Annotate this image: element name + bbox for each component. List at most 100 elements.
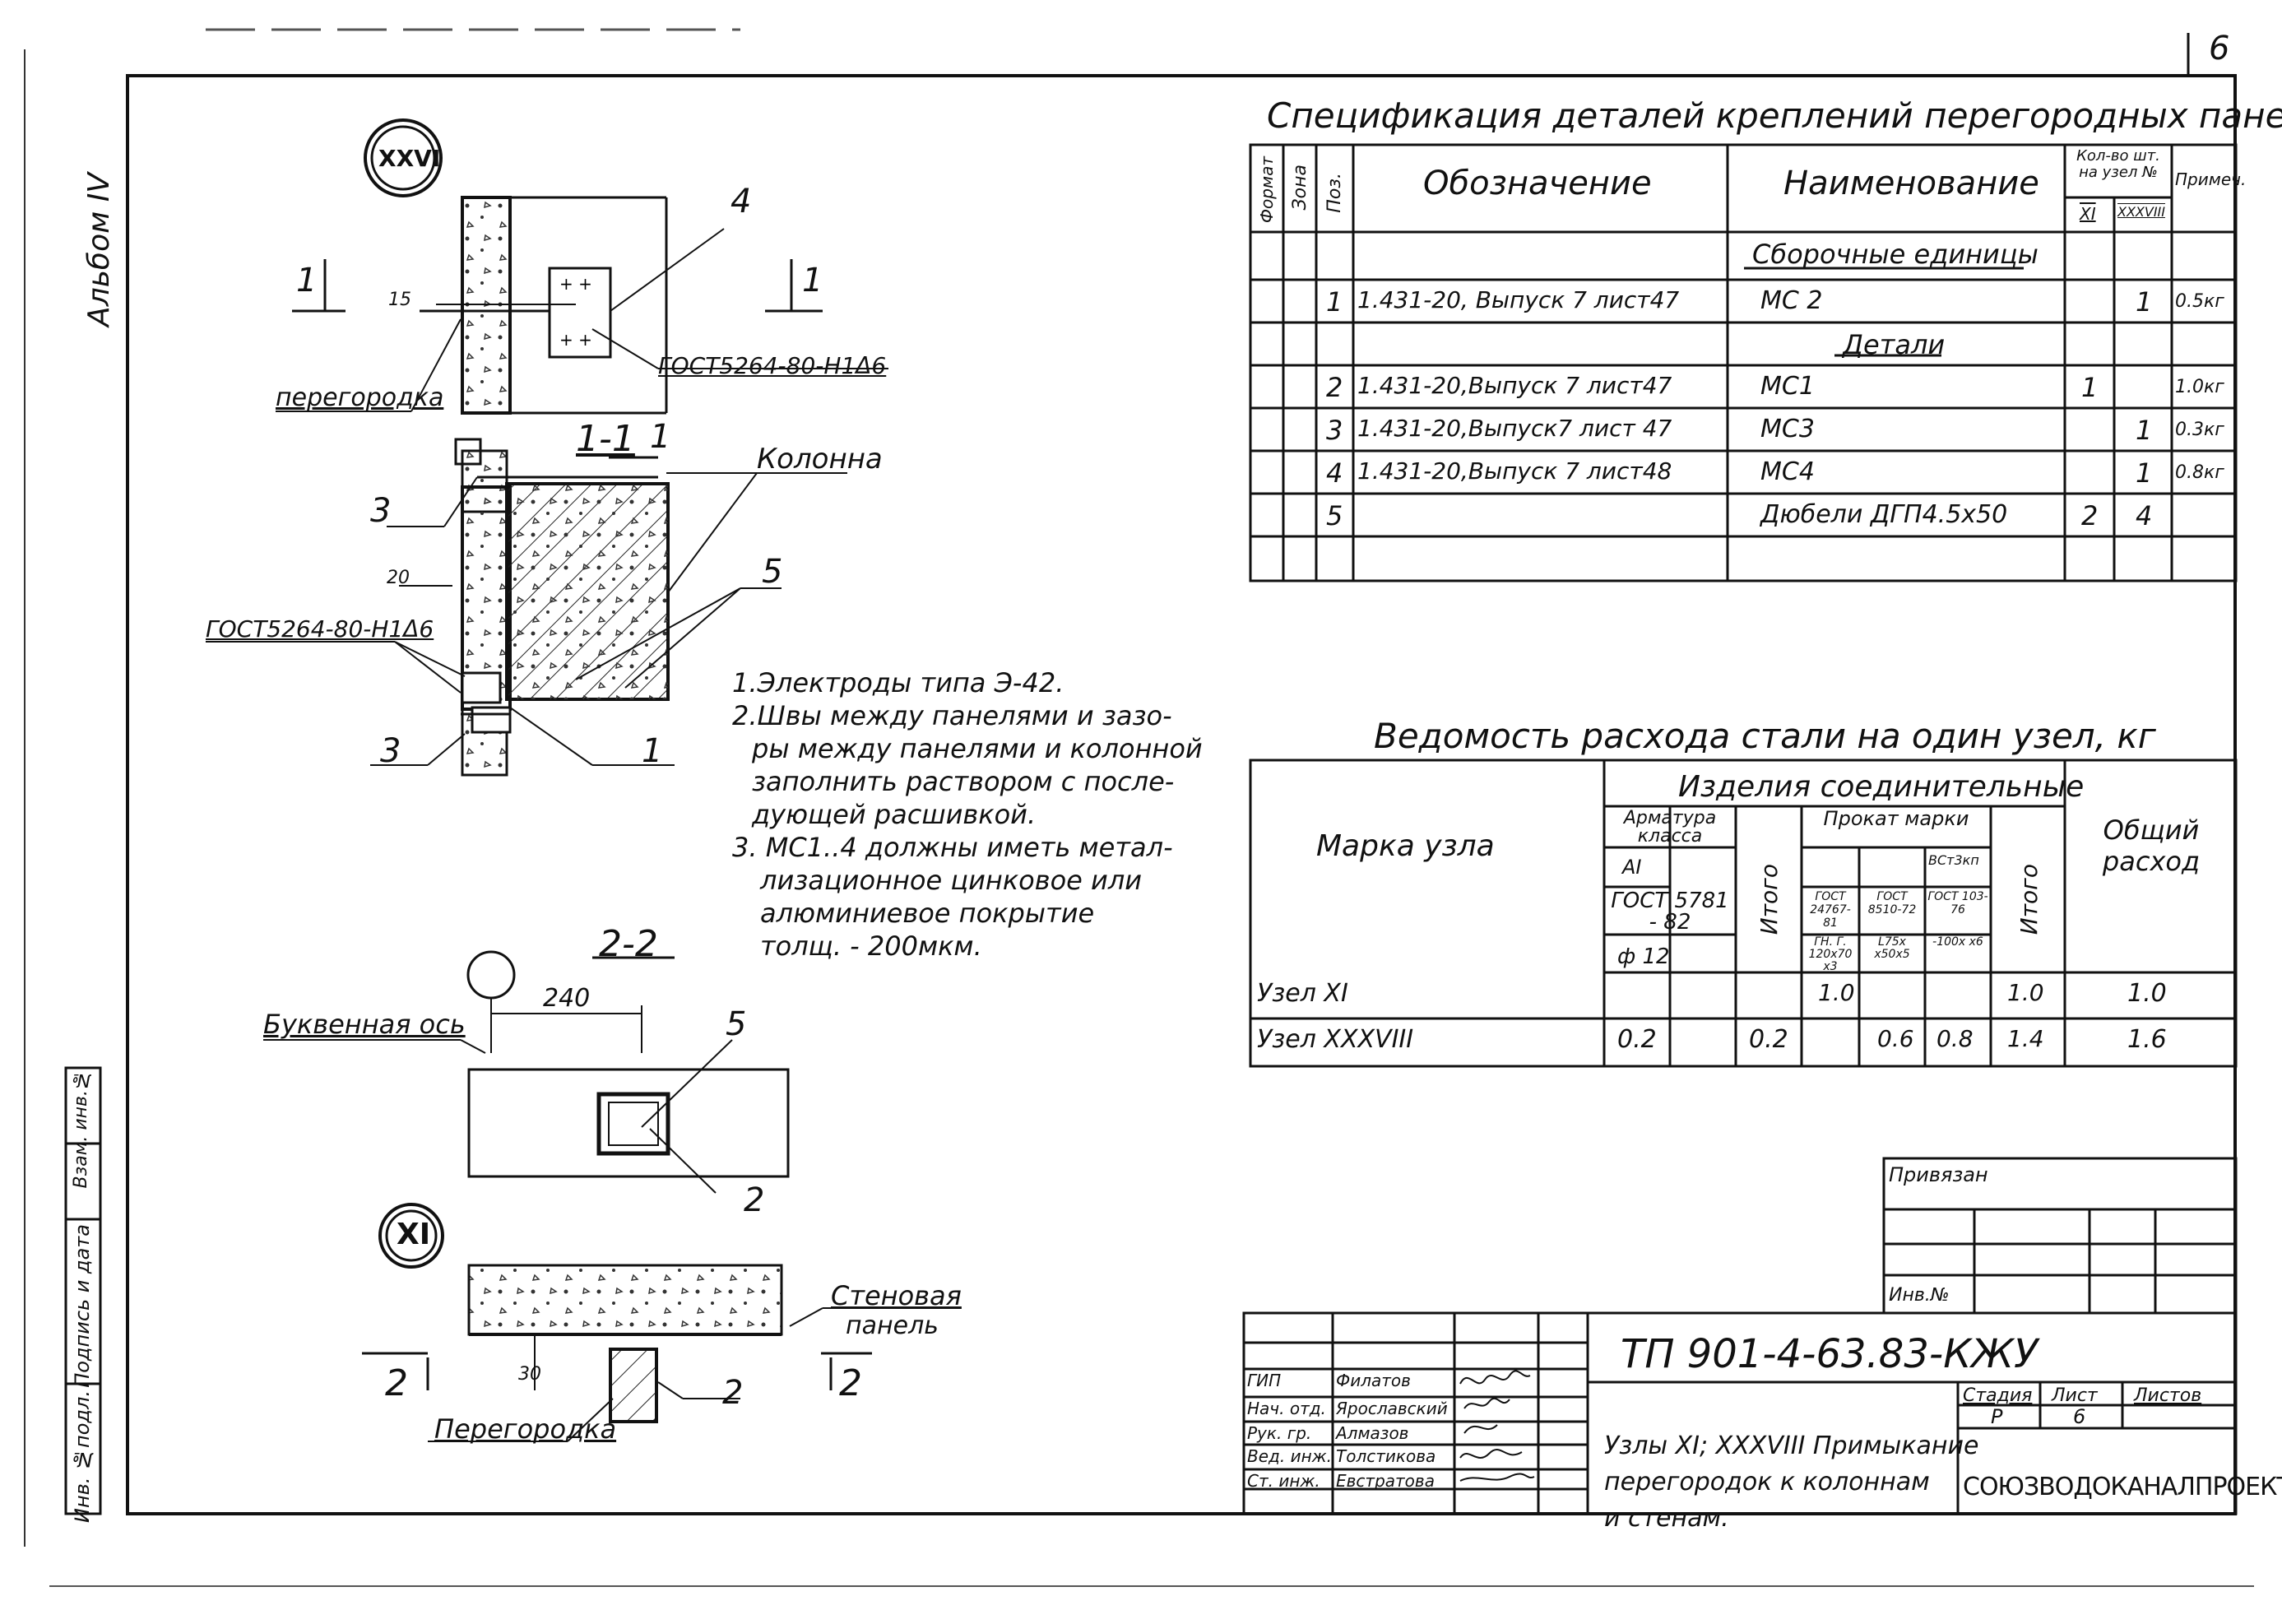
- steel-p3: 0.8: [1936, 1025, 1974, 1052]
- detail-xxvi-marker: XXVI: [378, 145, 441, 172]
- label-kolonna: Колонна: [757, 443, 883, 476]
- detail-xi-2-left: 2: [385, 1362, 408, 1404]
- steel-itogo1: 0.2: [1749, 1025, 1788, 1054]
- section-1-1-label-5: 5: [762, 553, 783, 591]
- section-2-2-label-2: 2: [744, 1181, 765, 1219]
- spec-name: МС3: [1760, 415, 1815, 443]
- steel-p2: 0.6: [1877, 1025, 1914, 1052]
- section-1-1-label-3b: 3: [380, 732, 401, 770]
- spec-pos: 1: [1326, 286, 1343, 318]
- stamp-stage: Р: [1991, 1405, 2003, 1428]
- steel-title: Ведомость расхода стали на один узел, кг: [1374, 716, 2156, 756]
- stamp-sheet: 6: [2073, 1405, 2086, 1428]
- stamp-org: СОЮЗВОДОКАНАЛПРОЕКТ: [1963, 1473, 2282, 1501]
- stamp-role: Ст. инж.: [1247, 1471, 1320, 1491]
- spec-pos: 2: [1326, 372, 1343, 403]
- spec-note: 0.5кг: [2175, 291, 2224, 312]
- label-stenovaya: Стеновая: [831, 1280, 962, 1311]
- privyazan-inv: Инв.№: [1889, 1285, 1950, 1306]
- stamp-person-name: Ярославский: [1336, 1399, 1448, 1418]
- label-panel: панель: [846, 1311, 939, 1340]
- spec-designation: 1.431-20,Выпуск7 лист 47: [1357, 415, 1672, 442]
- steel-h-100: -100х х6: [1932, 935, 1983, 949]
- steel-h-itogo2: Итого: [2015, 864, 2043, 935]
- section-1-1-label-3a: 3: [370, 492, 392, 530]
- spec-qty-xxxviii: 1: [2136, 286, 2153, 318]
- stamp-sheet-label: Лист: [2052, 1385, 2098, 1406]
- svg-text:+ +: + +: [559, 330, 592, 350]
- steel-h-prokat: Прокат марки: [1823, 807, 1969, 830]
- section-2-2-dim-240: 240: [543, 984, 591, 1013]
- spec-h-note: Примеч.: [2175, 169, 2247, 189]
- steel-h-gost24767: ГОСТ 24767-81: [1810, 890, 1851, 930]
- steel-h-mark: Марка узла: [1316, 829, 1495, 863]
- label-bukvennaya-os: Буквенная ось: [263, 1009, 466, 1040]
- spec-note: 1.0кг: [2175, 377, 2224, 397]
- drawing-code: ТП 901-4-63.83-КЖУ: [1621, 1331, 2038, 1377]
- spec-pos: 5: [1326, 500, 1343, 531]
- steel-h-armatura: Арматура класса: [1623, 808, 1717, 847]
- section-2-2-title: 2-2: [599, 923, 658, 965]
- stamp-role: ГИП: [1247, 1371, 1282, 1390]
- spec-h-qty: Кол-во шт. на узел №: [2076, 147, 2160, 181]
- spec-h-designation: Обозначение: [1423, 165, 1652, 202]
- stamp-person-name: Евстратова: [1336, 1471, 1435, 1491]
- spec-qty-xxxviii: 1: [2136, 457, 2153, 489]
- stamp-role: Нач. отд.: [1247, 1399, 1326, 1418]
- spec-designation: 1.431-20,Выпуск 7 лист47: [1357, 372, 1672, 399]
- steel-phi12: 0.2: [1617, 1025, 1657, 1054]
- detail-xxvi-label-4: 4: [731, 183, 752, 220]
- steel-total: 1.0: [2127, 979, 2167, 1008]
- section-1-1-label-1a: 1: [650, 418, 671, 456]
- steel-h-gost8510: ГОСТ 8510-72: [1867, 890, 1917, 916]
- note-line: заполнить раствором с после-: [752, 766, 1175, 797]
- steel-h-ai: АI: [1622, 856, 1642, 879]
- detail-xi-label-2: 2: [722, 1374, 744, 1412]
- spec-pos: 4: [1326, 457, 1343, 489]
- notes-block: 1.Электроды типа Э-42. 2.Швы между панел…: [732, 666, 1203, 963]
- stamp-person-name: Толстикова: [1336, 1446, 1436, 1466]
- description-line: перегородок к колоннам: [1604, 1468, 1930, 1496]
- strip-vzam: Взам. инв.№: [71, 1070, 91, 1189]
- stamp-person-name: Филатов: [1336, 1371, 1411, 1390]
- spec-name: МС 2: [1760, 286, 1823, 315]
- gost-label-mid: ГОСТ5264-80-Н1Δ6: [206, 615, 434, 643]
- section-1-1-label-1b: 1: [642, 732, 663, 770]
- note-line: толщ. - 200мкм.: [760, 930, 982, 962]
- spec-qty-xi: 2: [2081, 500, 2099, 531]
- stamp-role: Вед. инж.: [1247, 1446, 1333, 1466]
- steel-h-l75: L75х х50х5: [1874, 935, 1910, 961]
- steel-p1: 1.0: [1818, 979, 1855, 1006]
- strip-podpis: Подпись и дата: [71, 1224, 94, 1388]
- section-1-1-title: 1-1: [576, 418, 635, 460]
- note-line: алюминиевое покрытие: [760, 898, 1095, 929]
- svg-text:+ +: + +: [559, 274, 592, 294]
- detail-xi-marker: XI: [397, 1218, 431, 1251]
- sheet-number: 6: [2209, 30, 2230, 67]
- steel-h-izdeliya: Изделия соединительные: [1678, 770, 2085, 804]
- steel-h-vst3: ВСт3кп: [1928, 852, 1979, 868]
- note-line: 1.Электроды типа Э-42.: [732, 667, 1064, 698]
- section-2-2-label-5: 5: [726, 1005, 747, 1043]
- steel-h-itogo1: Итого: [1756, 864, 1783, 935]
- spec-h-name: Наименование: [1783, 165, 2039, 202]
- spec-name: МС1: [1760, 372, 1815, 401]
- steel-h-gost103: ГОСТ 103-76: [1927, 890, 1988, 916]
- spec-qty-xi: 1: [2081, 372, 2099, 403]
- spec-pos: 3: [1326, 415, 1343, 446]
- strip-inv-podl: Инв. №подл.: [71, 1390, 94, 1523]
- spec-name: МС4: [1760, 457, 1815, 486]
- detail-xxvi-dim-15: 15: [388, 290, 411, 310]
- steel-h-gost5781: ГОСТ 5781 - 82: [1611, 889, 1729, 935]
- steel-itogo2: 1.0: [2007, 979, 2044, 1006]
- description-line: Узлы XI; XXXVIII Примыкание: [1604, 1431, 1979, 1460]
- stamp-sheets-label: Листов: [2134, 1385, 2202, 1406]
- stamp-role: Рук. гр.: [1247, 1423, 1312, 1443]
- stamp-stage-label: Стадия: [1963, 1385, 2033, 1406]
- label-peregorodka: перегородка: [276, 383, 444, 412]
- steel-h-phi12: ф 12: [1617, 944, 1670, 969]
- spec-note: 0.8кг: [2175, 462, 2224, 483]
- privyazan-title: Привязан: [1889, 1163, 1988, 1186]
- note-line: 2.Швы между панелями и зазо-: [732, 700, 1172, 731]
